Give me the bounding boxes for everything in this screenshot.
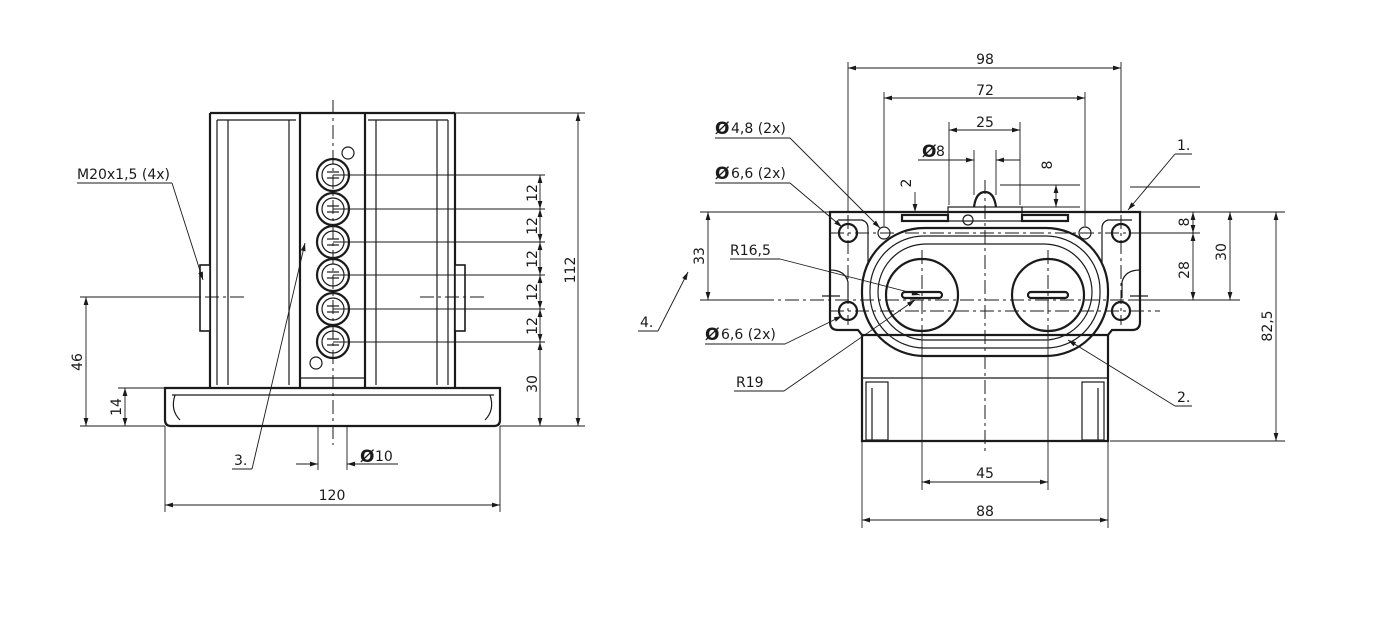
diameter-symbol-8: Ø [922,142,936,162]
right-housing [363,111,457,388]
dim-98: 98 [976,52,994,68]
hole-4-8-label: 4,8 (2x) [731,121,786,137]
item-4-label: 4. [640,315,653,331]
item-1-label: 1. [1177,138,1190,154]
dim-46: 46 [70,353,86,371]
mounting-flange [828,210,1142,337]
right-cable-gland [454,264,466,332]
dim-82-5: 82,5 [1260,310,1276,341]
dim-14: 14 [109,398,125,416]
dim-30: 30 [525,375,541,393]
item-3-label: 3. [234,453,247,469]
hole-6-6-bot-label: 6,6 (2x) [721,327,776,343]
dim-2: 2 [899,179,915,188]
diameter-symbol-66-bot: Ø [705,325,719,345]
left-cable-gland [199,264,211,332]
dim-25: 25 [976,115,994,131]
hole-6-6-top-label: 6,6 (2x) [731,166,786,182]
diameter-symbol-66-top: Ø [715,164,729,184]
dim-pitch-1: 12 [525,184,541,202]
dim-pitch-3: 12 [525,250,541,268]
radius-19-label: R19 [736,375,764,391]
dim-88: 88 [976,504,994,520]
dim-112: 112 [563,257,579,284]
dim-pitch-5: 12 [525,317,541,335]
dim-8-right: 8 [1177,218,1193,227]
dim-28: 28 [1177,261,1193,279]
diameter-symbol-10: Ø [360,447,374,467]
base-flange [163,386,502,428]
dim-hole-8: 8 [936,144,945,160]
dim-33: 33 [692,247,708,265]
dim-72: 72 [976,83,994,99]
diameter-symbol-48: Ø [715,119,729,139]
thread-note: M20x1,5 (4x) [77,167,170,183]
dim-45: 45 [976,466,994,482]
right-view: 98 72 25 Ø 8 8 2 8 28 30 82,5 [638,52,1285,528]
dim-pitch-4: 12 [525,283,541,301]
left-view: 12 12 12 12 12 30 112 46 14 120 [70,100,585,512]
dim-hole-10: 10 [375,449,393,465]
dim-8-top: 8 [1040,161,1056,170]
dim-120: 120 [319,488,346,504]
radius-16-5-label: R16,5 [730,243,771,259]
left-housing [208,111,302,388]
dim-30-right: 30 [1214,243,1230,261]
item-2-label: 2. [1177,390,1190,406]
dim-pitch-2: 12 [525,217,541,235]
